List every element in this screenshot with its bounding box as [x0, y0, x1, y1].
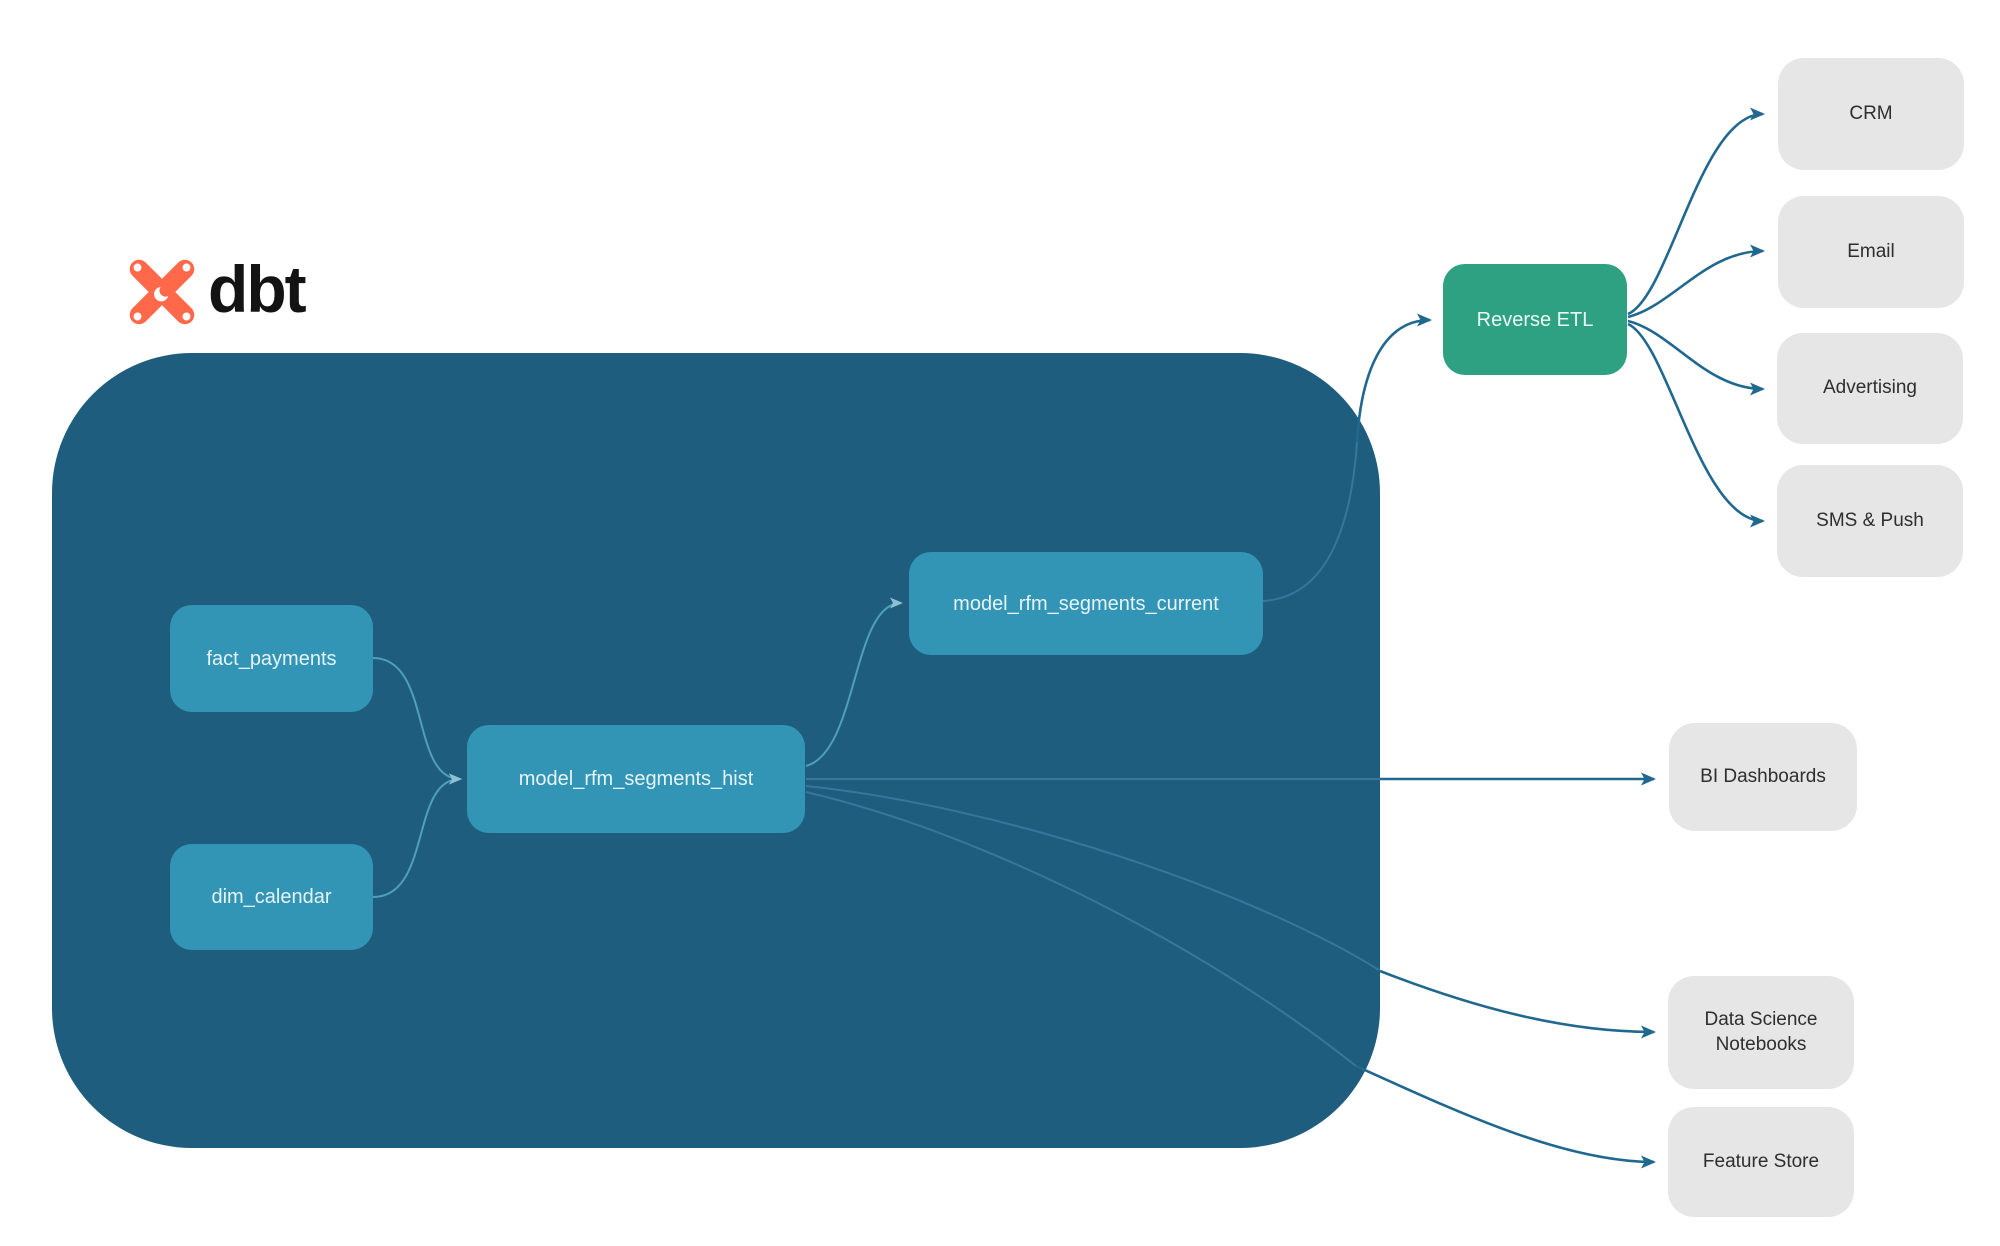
dbt-logo-icon — [129, 259, 195, 325]
node-label: fact_payments — [206, 647, 337, 670]
node-label: Email — [1847, 240, 1895, 262]
node-dim-calendar: dim_calendar — [170, 844, 373, 950]
dbt-wordmark: dbt — [208, 252, 307, 326]
node-advertising: Advertising — [1777, 333, 1963, 444]
node-feature-store: Feature Store — [1668, 1107, 1854, 1217]
node-bi-dashboards: BI Dashboards — [1669, 723, 1857, 831]
node-label: model_rfm_segments_current — [953, 592, 1219, 615]
node-label: CRM — [1849, 102, 1893, 124]
edge-reverse-etl-to-sms-push — [1627, 322, 1765, 528]
node-label: BI Dashboards — [1700, 765, 1826, 787]
node-label: Data Science Notebooks — [1704, 1008, 1818, 1055]
node-label: Advertising — [1823, 377, 1917, 399]
node-crm: CRM — [1778, 58, 1964, 170]
dbt-logo: dbt — [126, 252, 307, 328]
edge-hist-to-feature-store — [1355, 1064, 1656, 1169]
node-email: Email — [1778, 196, 1964, 308]
node-model-rfm-segments-hist: model_rfm_segments_hist — [467, 725, 805, 833]
node-label: SMS & Push — [1816, 509, 1924, 531]
edge-reverse-etl-to-email — [1627, 244, 1765, 319]
edge-reverse-etl-to-crm — [1627, 107, 1765, 316]
edge-hist-to-data-science — [1379, 969, 1656, 1039]
node-sms-push: SMS & Push — [1777, 465, 1963, 577]
edge-current-to-reverse-etl — [1355, 313, 1432, 443]
node-data-science-notebooks: Data Science Notebooks — [1668, 976, 1854, 1089]
edge-reverse-etl-to-advertising — [1627, 319, 1765, 396]
node-model-rfm-segments-current: model_rfm_segments_current — [909, 552, 1263, 655]
node-label: Reverse ETL — [1476, 308, 1594, 331]
node-reverse-etl: Reverse ETL — [1443, 264, 1627, 375]
node-fact-payments: fact_payments — [170, 605, 373, 712]
node-label: dim_calendar — [211, 886, 332, 908]
node-label: Feature Store — [1702, 1150, 1820, 1172]
node-label: model_rfm_segments_hist — [518, 768, 754, 790]
